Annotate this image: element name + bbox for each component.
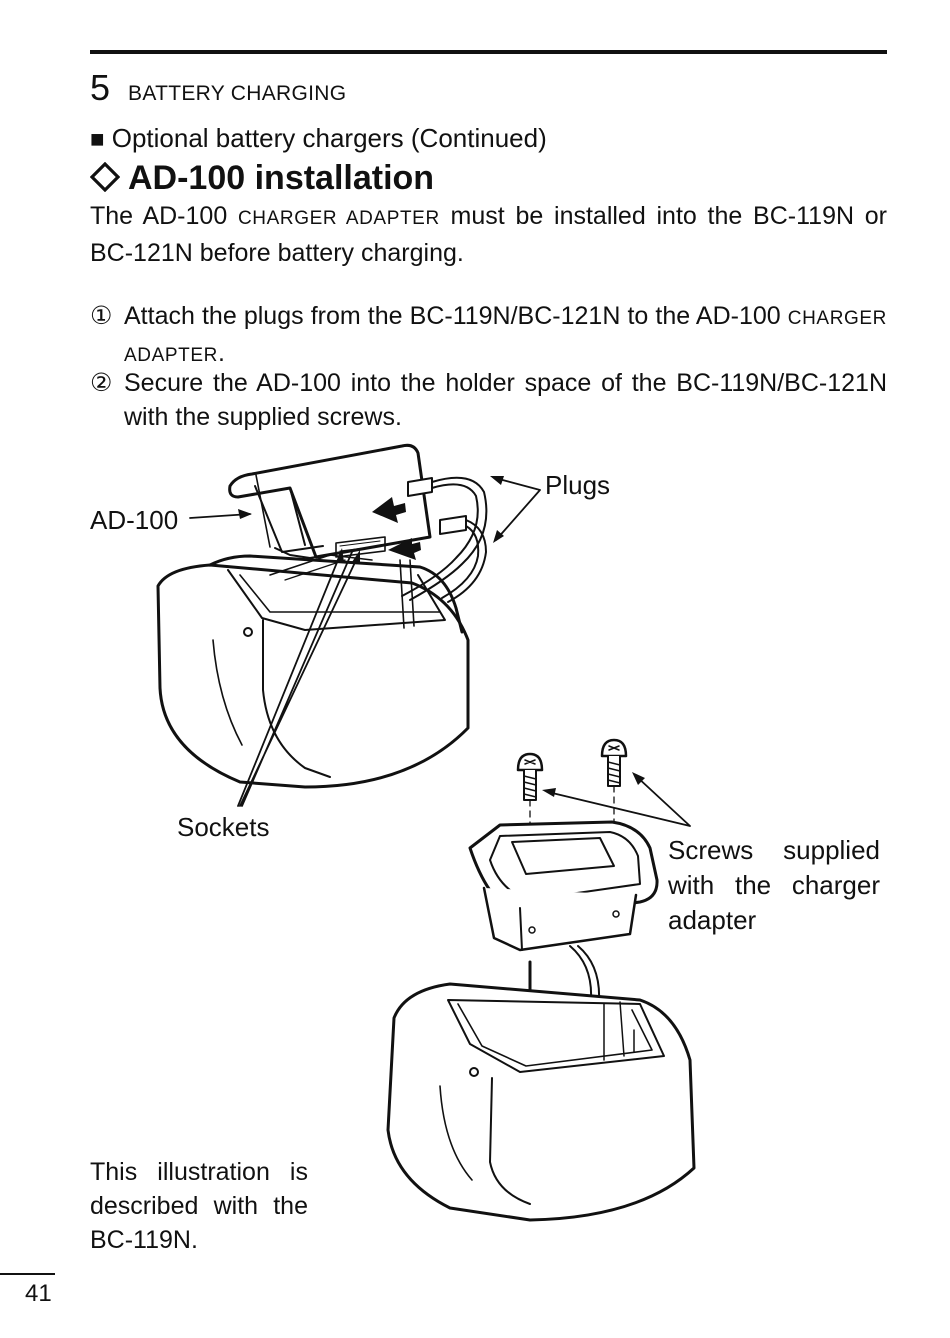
step-item: ② Secure the AD-100 into the holder spac… — [90, 366, 887, 434]
section-subhead: ■ Optional battery chargers (Continued) — [90, 121, 547, 157]
sockets-label: Sockets — [177, 812, 270, 842]
screw-left — [516, 752, 544, 801]
chapter-header: 5 BATTERY CHARGING — [90, 66, 346, 110]
square-bullet-icon: ■ — [90, 126, 105, 153]
charger-base-upper — [156, 554, 470, 789]
ad100-adapter-upper — [228, 443, 432, 581]
cable-plugs — [399, 476, 488, 629]
intro-text-1: The AD-100 — [90, 202, 238, 230]
plugs-label: Plugs — [545, 470, 611, 500]
step-text: Attach the plugs from the BC-119N/BC-121… — [124, 299, 887, 373]
intro-text-2: must be installed into the BC-119N or BC… — [90, 202, 888, 267]
step-number: ② — [90, 369, 113, 397]
step-text: Secure the AD-100 into the holder space … — [124, 369, 887, 431]
page-heading: AD-100 installation — [89, 157, 435, 199]
charger-base-lower — [386, 982, 696, 1222]
step-item: ① Attach the plugs from the BC-119N/BC-1… — [90, 299, 887, 373]
installation-illustration — [156, 443, 696, 1222]
step-suffix: . — [217, 339, 225, 367]
page-number-rule — [0, 1273, 55, 1275]
page-number: 41 — [25, 1280, 52, 1307]
intro-paragraph: The AD-100 CHARGER ADAPTER must be insta… — [90, 199, 887, 270]
screw-right — [600, 738, 628, 787]
chapter-number: 5 — [90, 67, 111, 108]
illustration-note: This illustration is described with the … — [90, 1158, 308, 1254]
diamond-outline-icon — [89, 161, 121, 193]
ad100-adapter-lower — [468, 820, 659, 952]
plugs-leader — [494, 477, 541, 541]
sockets-leader — [237, 551, 359, 807]
chapter-title: BATTERY CHARGING — [128, 82, 347, 105]
step-smallcaps: CHARGER ADAPTER — [124, 308, 887, 366]
step-number: ① — [90, 302, 113, 330]
ad100-label: AD-100 — [90, 505, 179, 535]
section-title: Optional battery chargers (Continued) — [111, 123, 547, 153]
intro-smallcaps: CHARGER ADAPTER — [237, 208, 440, 229]
heading-title: AD-100 installation — [128, 159, 435, 197]
step-text-main: Attach the plugs from the BC-119N/BC-121… — [124, 302, 788, 330]
screws-leader — [547, 775, 691, 827]
screws-label: Screws supplied with the charger adapter — [668, 835, 880, 935]
top-rule — [90, 50, 887, 54]
